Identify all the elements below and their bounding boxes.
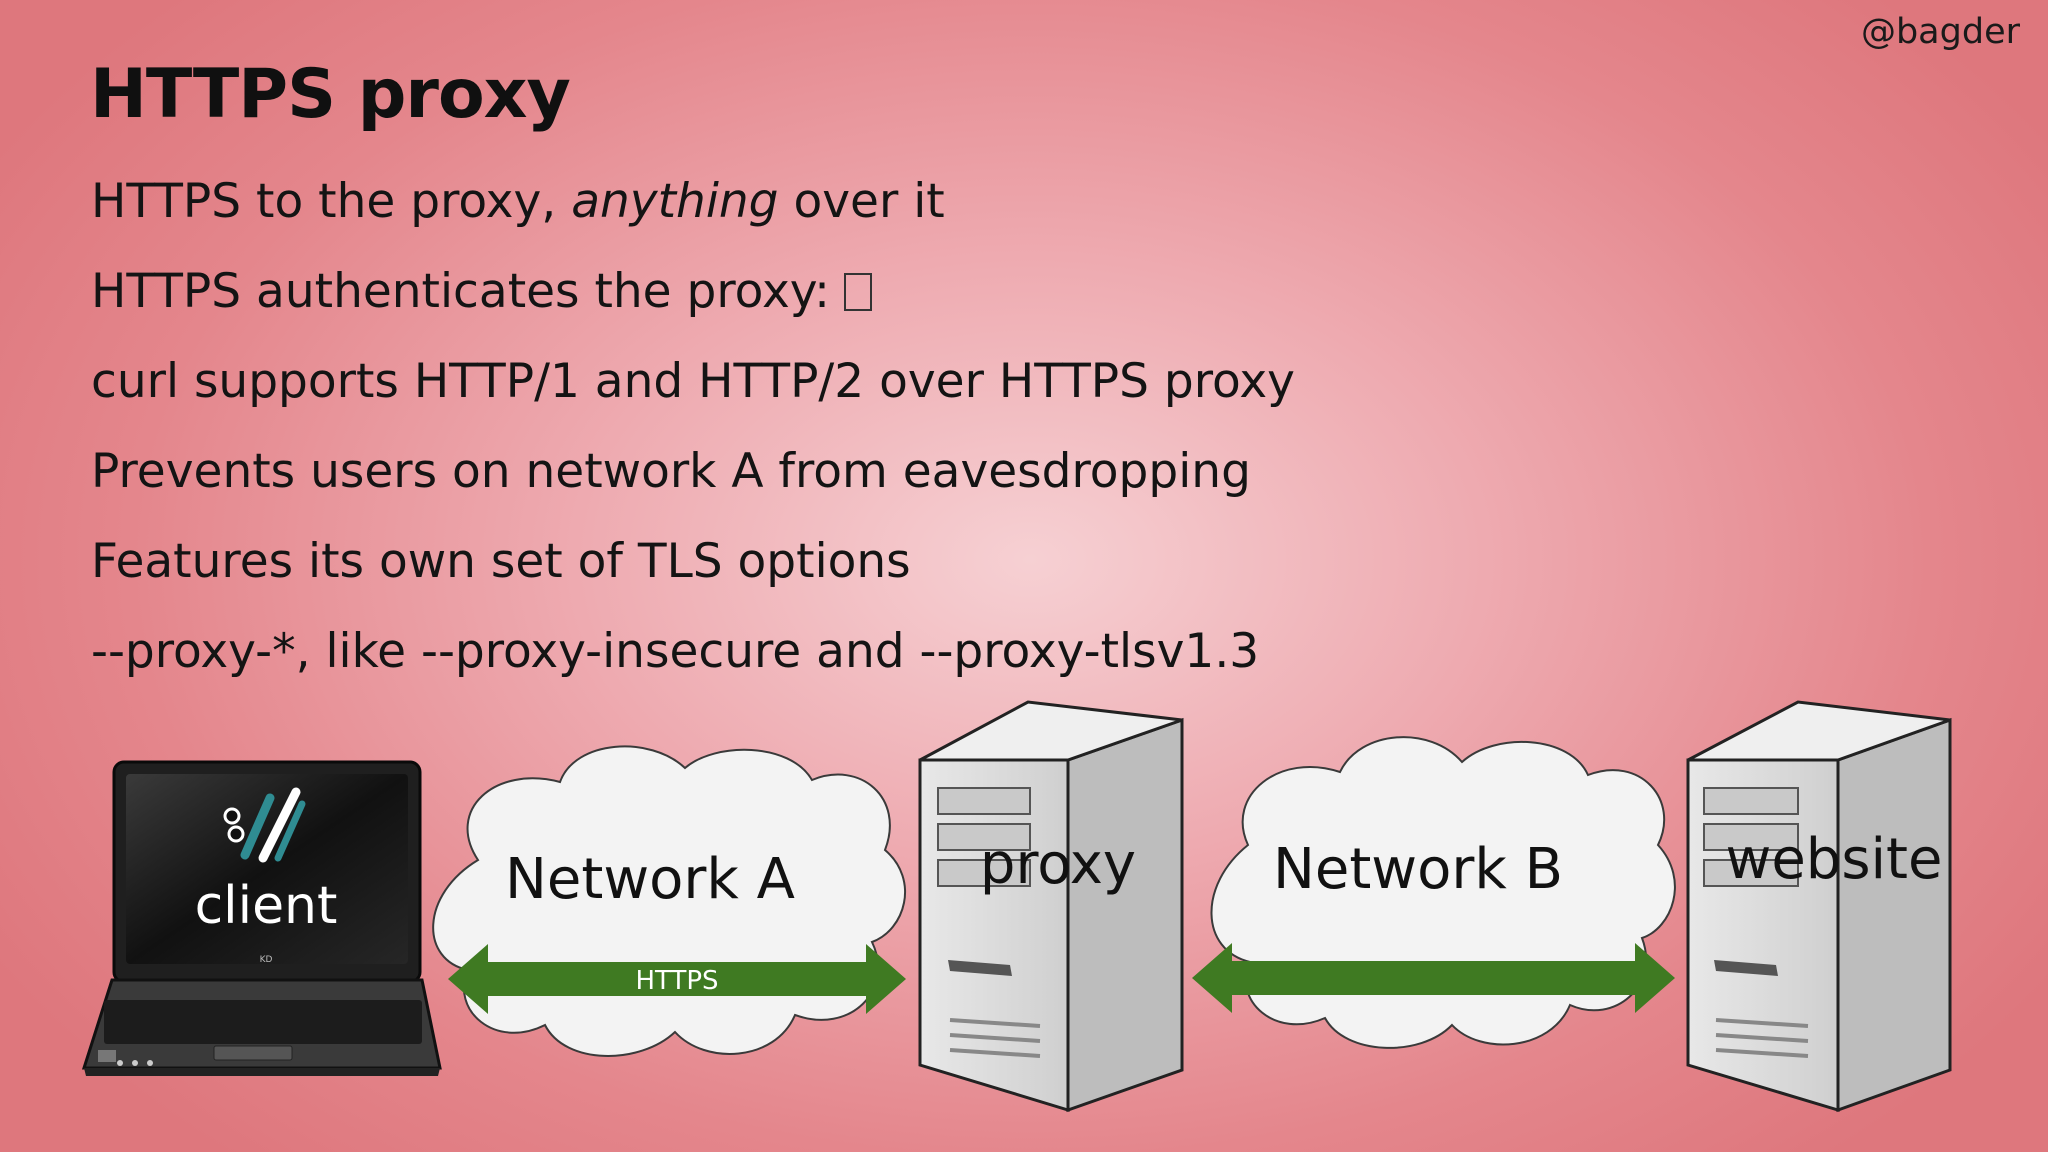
- arrow-network-b: [1192, 943, 1675, 1013]
- laptop-brand: KD: [260, 955, 273, 965]
- proxy-label: proxy: [980, 832, 1136, 897]
- bullet-emphasis: anything: [571, 174, 779, 229]
- bullet-text: over it: [778, 174, 945, 229]
- laptop-icon: [81, 760, 442, 1076]
- curl-logo-icon: [223, 787, 306, 863]
- bullet-tls-options: Features its own set of TLS options: [91, 534, 911, 589]
- slide-title: HTTPS proxy: [90, 55, 571, 134]
- network-diagram: client KD Network A HTTPS proxy Network …: [81, 700, 1952, 1113]
- bullet-list: HTTPS to the proxy, anything over it HTT…: [91, 170, 1295, 710]
- arrow-https-label: HTTPS: [635, 966, 718, 996]
- bullet-proxy-options: --proxy-*, like --proxy-insecure and --p…: [91, 624, 1260, 679]
- bullet-prevents: Prevents users on network A from eavesdr…: [91, 444, 1251, 499]
- checkbox-icon: [844, 273, 873, 311]
- bullet-text: HTTPS to the proxy,: [91, 174, 572, 229]
- bullet-curl-supports: curl supports HTTP/1 and HTTP/2 over HTT…: [91, 354, 1295, 409]
- bullet-text: HTTPS authenticates the proxy:: [91, 264, 831, 319]
- network-b-label: Network B: [1273, 837, 1563, 902]
- arrow-network-a: [448, 944, 906, 1014]
- bullet-https-to-proxy: HTTPS to the proxy, anything over it: [91, 170, 1295, 260]
- network-a-label: Network A: [505, 847, 795, 912]
- bullet-authenticates: HTTPS authenticates the proxy:: [91, 260, 1295, 350]
- website-label: website: [1726, 827, 1943, 892]
- author-handle: @bagder: [1860, 12, 2020, 52]
- proxy-server-icon: [918, 700, 1184, 1113]
- website-server-icon: [1686, 700, 1952, 1113]
- client-label: client: [195, 876, 338, 936]
